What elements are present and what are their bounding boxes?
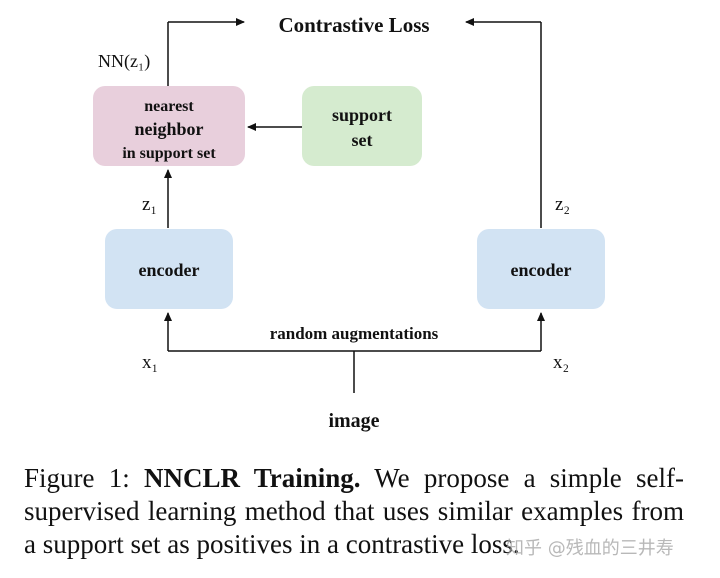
z2-label: z₂ — [555, 194, 570, 215]
encoder-left-box — [105, 229, 233, 309]
support-line-1: support — [332, 105, 392, 125]
augment-label: random augmentations — [270, 324, 439, 343]
encoder-right-box — [477, 229, 605, 309]
x1-label: x₁ — [142, 352, 158, 373]
nearest-line-1: nearest — [144, 98, 194, 115]
nn-z1-label: NN(z₁) — [98, 51, 150, 72]
nearest-line-3: in support set — [122, 145, 216, 162]
figure-caption: Figure 1: NNCLR Training. We propose a s… — [24, 462, 684, 561]
encoder-left-label: encoder — [139, 260, 200, 280]
support-line-2: set — [352, 130, 373, 150]
caption-label: Figure 1: — [24, 463, 130, 493]
image-label: image — [328, 410, 379, 432]
z1-label: z₁ — [142, 194, 157, 215]
nearest-line-2: neighbor — [134, 119, 203, 139]
encoder-right-label: encoder — [511, 260, 572, 280]
watermark-text: 知乎 @残血的三井寿 — [506, 538, 674, 559]
caption-title: NNCLR Training. — [144, 463, 361, 493]
support-set-box — [302, 86, 422, 166]
contrastive-loss-title: Contrastive Loss — [278, 13, 429, 37]
nnclr-diagram: Contrastive Loss NN(z₁) nearest neighbor… — [93, 13, 605, 432]
x2-label: x₂ — [553, 352, 569, 373]
nearest-neighbor-box — [93, 86, 245, 166]
caption-body: We propose a simple self-supervised lear… — [24, 463, 685, 559]
